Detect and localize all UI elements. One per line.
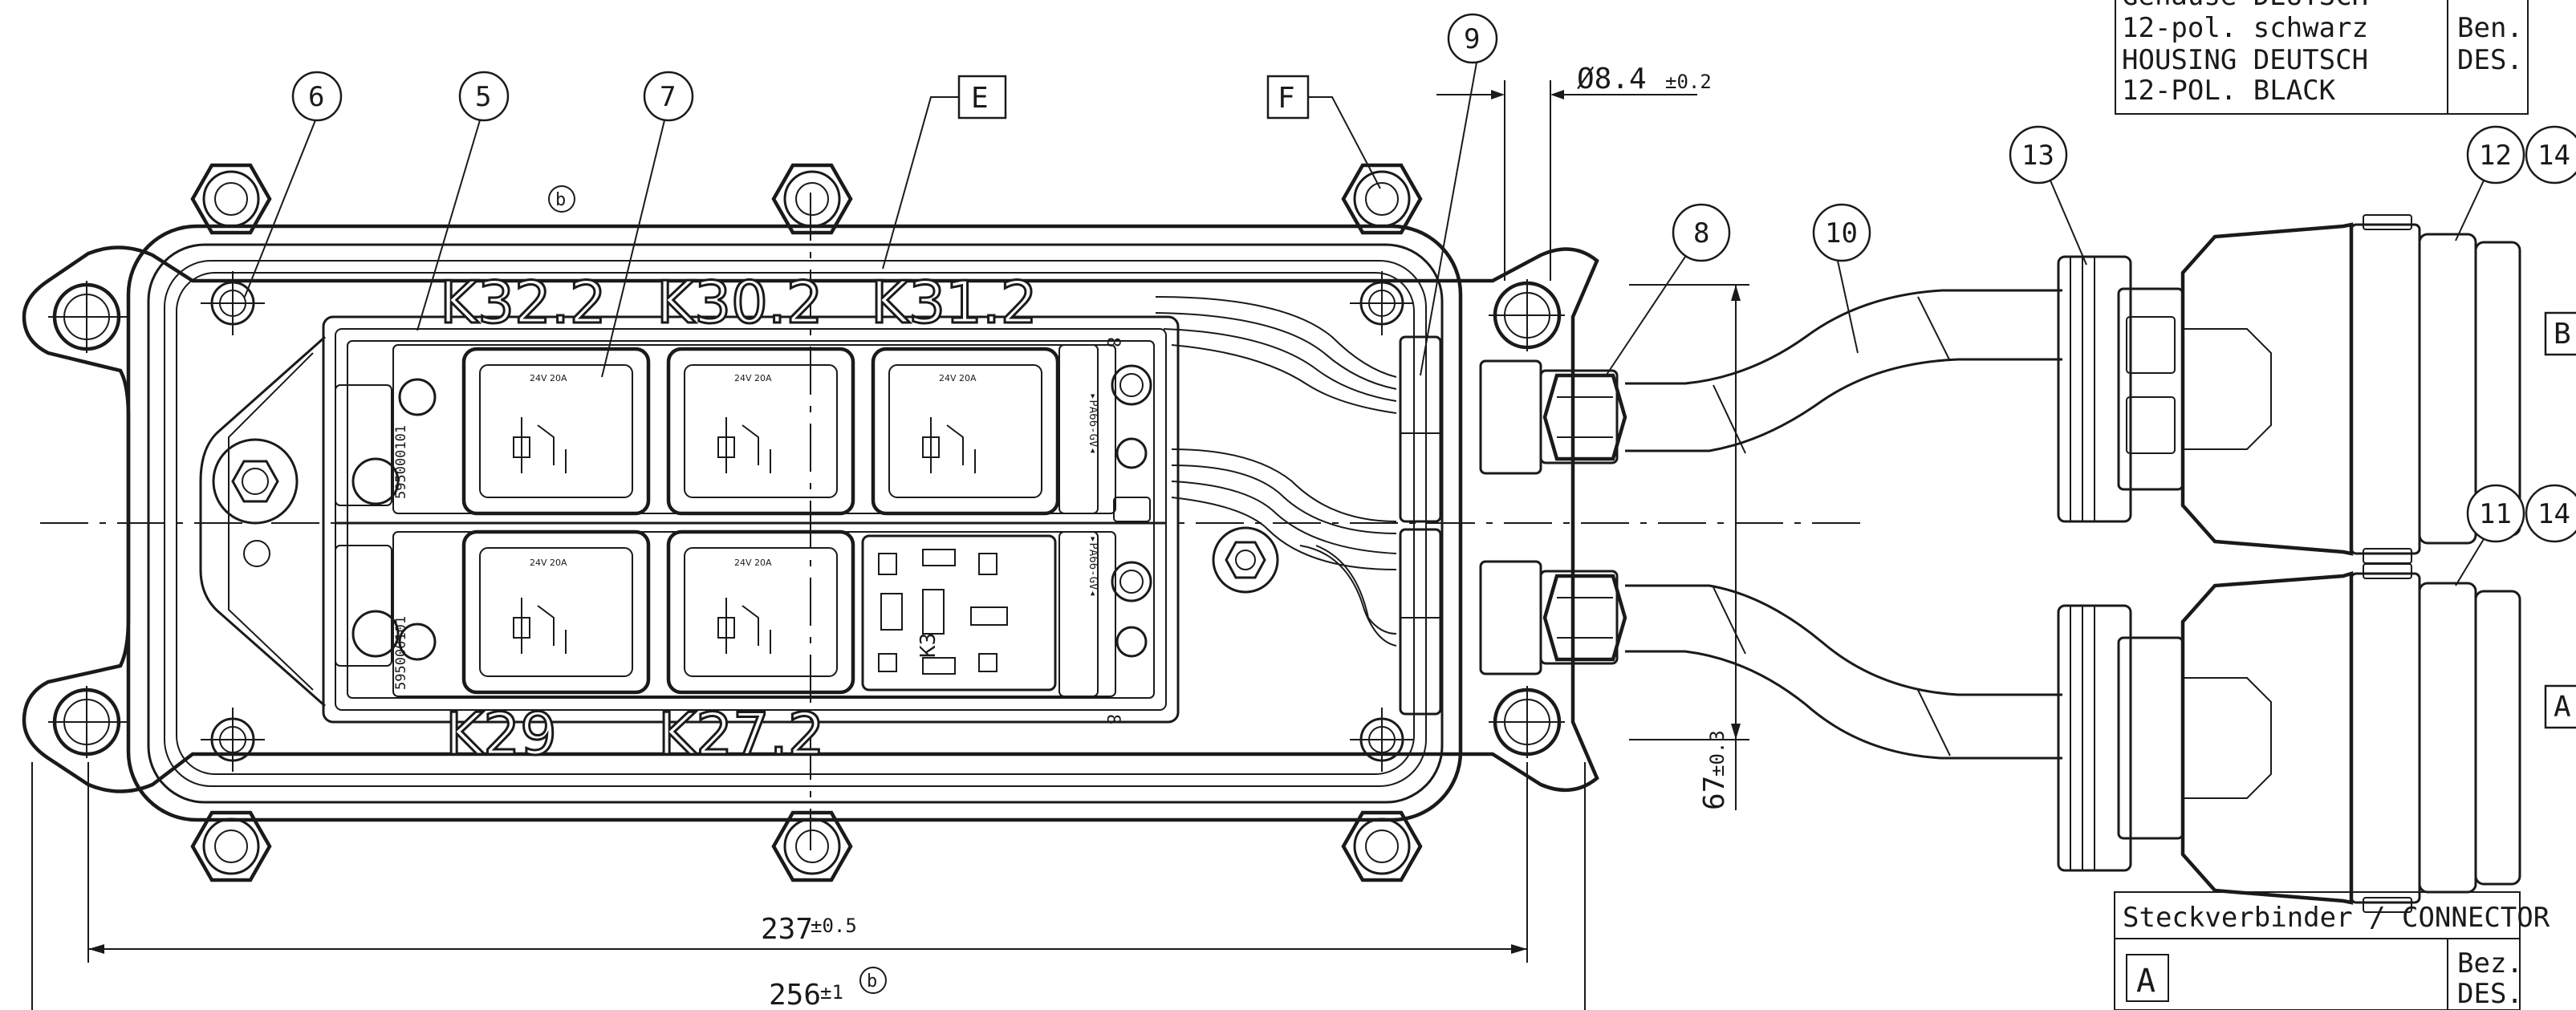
frame-label-b: B [2544, 311, 2576, 356]
relay-bottom-1: 24V 20A [461, 529, 651, 695]
relay-top-1: 24V 20A [461, 347, 651, 516]
dimension-diameter: Ø8.4 ±0.2 [1436, 63, 1712, 281]
balloon-10: 10 [1812, 203, 1871, 354]
svg-text:11: 11 [2479, 498, 2512, 530]
cable-gland-bottom [1479, 560, 1627, 675]
height-67-value: 67 [1698, 776, 1731, 810]
relay-label-k29: K29 [445, 700, 557, 768]
balloon-8: 8 [1604, 203, 1731, 378]
housing-flange [22, 224, 1599, 822]
reference-mark-top: b [548, 185, 575, 213]
svg-text:7: 7 [660, 81, 676, 113]
center-nut [1212, 526, 1279, 594]
svg-text:A: A [2554, 691, 2571, 724]
balloon-14-bottom: 14 [2525, 484, 2576, 543]
housing-ben: Ben. [2457, 12, 2523, 44]
fuse-block [861, 534, 1057, 692]
right-clips: ▸PA66-GV◂ ▸PA66-GV◂ 8 8 [1058, 337, 1152, 724]
relay-top-2: 24V 20A [666, 347, 855, 516]
housing-line-2: HOUSING DEUTSCH [2122, 44, 2368, 76]
balloon-13: 13 [2009, 125, 2087, 266]
connector-table-title: Steckverbinder / CONNECTOR [2123, 902, 2550, 934]
dimension-width-256: 256 ±1 b [31, 762, 1586, 1010]
relay-top-3: 24V 20A [871, 347, 1060, 516]
balloon-9: 9 [1420, 13, 1498, 376]
housing-des: DES. [2457, 44, 2523, 76]
connector-b [2057, 214, 2521, 564]
svg-text:14: 14 [2537, 140, 2570, 172]
wire-harness [1155, 296, 1397, 647]
svg-text:12: 12 [2479, 140, 2512, 172]
svg-text:8: 8 [1693, 217, 1709, 249]
svg-text:24V 20A: 24V 20A [734, 558, 772, 568]
svg-text:24V 20A: 24V 20A [530, 558, 567, 568]
grommets [1399, 335, 1442, 716]
housing-line-1: 12-pol. schwarz [2122, 12, 2368, 44]
svg-text:F: F [1278, 82, 1295, 115]
relay-label-k30-2: K30.2 [656, 269, 823, 336]
relay-bottom-2: 24V 20A [666, 529, 855, 695]
dimension-height-67: 67 ±0.3 [1629, 284, 1749, 810]
recycle-mark-top: 8 [1103, 337, 1123, 347]
part-number-top: 595000101 [393, 425, 409, 499]
relay-label-k3: K3 [916, 633, 941, 658]
fuse-text-top: ▸PA66-GV◂ [1087, 393, 1099, 454]
balloon-6: 6 [244, 71, 343, 298]
balloon-14-top: 14 [2525, 125, 2576, 185]
svg-text:24V 20A: 24V 20A [939, 373, 977, 383]
svg-text:24V 20A: 24V 20A [530, 373, 567, 383]
svg-text:24V 20A: 24V 20A [734, 373, 772, 383]
frame-label-e: E [882, 75, 1007, 270]
connector-table-bez: Bez. [2457, 947, 2523, 980]
svg-text:10: 10 [1825, 217, 1858, 249]
width-256-value: 256 [769, 979, 821, 1010]
balloon-12: 12 [2455, 125, 2525, 241]
frame-label-a: A [2544, 684, 2576, 729]
relay-label-k32-2: K32.2 [440, 269, 607, 336]
part-number-bottom: 595000101 [393, 616, 409, 690]
svg-text:b: b [555, 190, 566, 210]
connector-a [2057, 563, 2521, 913]
housing-title-block: Gehäuse DEUTSCH 12-pol. schwarz HOUSING … [2115, 0, 2529, 115]
width-256-tol: ±1 [820, 981, 843, 1004]
diameter-value: Ø8.4 [1577, 63, 1647, 95]
width-237-tol: ±0.5 [811, 915, 857, 937]
svg-text:E: E [971, 82, 989, 115]
connector-table-letter: A [2136, 963, 2155, 1000]
svg-text:9: 9 [1464, 23, 1480, 55]
left-bracket [199, 335, 326, 708]
connector-table-des: DES. [2457, 978, 2523, 1010]
svg-text:B: B [2554, 318, 2571, 351]
balloon-11: 11 [2455, 484, 2525, 586]
svg-text:14: 14 [2537, 498, 2570, 530]
svg-text:13: 13 [2021, 140, 2054, 172]
diameter-tol: ±0.2 [1665, 71, 1712, 93]
connector-table: Steckverbinder / CONNECTOR A Bez. DES. [2114, 891, 2550, 1010]
balloon-7: 7 [601, 71, 694, 378]
dimension-width-237: 237 ±0.5 [87, 762, 1528, 963]
housing-line-3: 12-POL. BLACK [2122, 75, 2336, 107]
fuse-text-bottom: ▸PA66-GV◂ [1087, 536, 1099, 597]
relay-base [322, 315, 1180, 724]
corner-screws [201, 271, 1414, 772]
hex-bolts [190, 163, 1423, 882]
relay-label-k31-2: K31.2 [871, 269, 1038, 336]
relay-label-k27-2: K27.2 [658, 700, 825, 768]
frame-label-f: F [1266, 75, 1381, 189]
height-67-tol: ±0.3 [1706, 730, 1729, 777]
balloon-5: 5 [416, 71, 510, 331]
width-237-value: 237 [761, 913, 813, 946]
svg-text:6: 6 [308, 81, 324, 113]
mounting-ears [48, 279, 1565, 758]
housing-cut-line: Gehäuse DEUTSCH [2122, 0, 2368, 12]
recycle-mark-bottom: 8 [1103, 714, 1123, 724]
svg-text:b: b [867, 971, 877, 992]
cable-gland-top [1479, 359, 1627, 475]
cables [1625, 289, 2062, 760]
svg-text:5: 5 [475, 81, 491, 113]
